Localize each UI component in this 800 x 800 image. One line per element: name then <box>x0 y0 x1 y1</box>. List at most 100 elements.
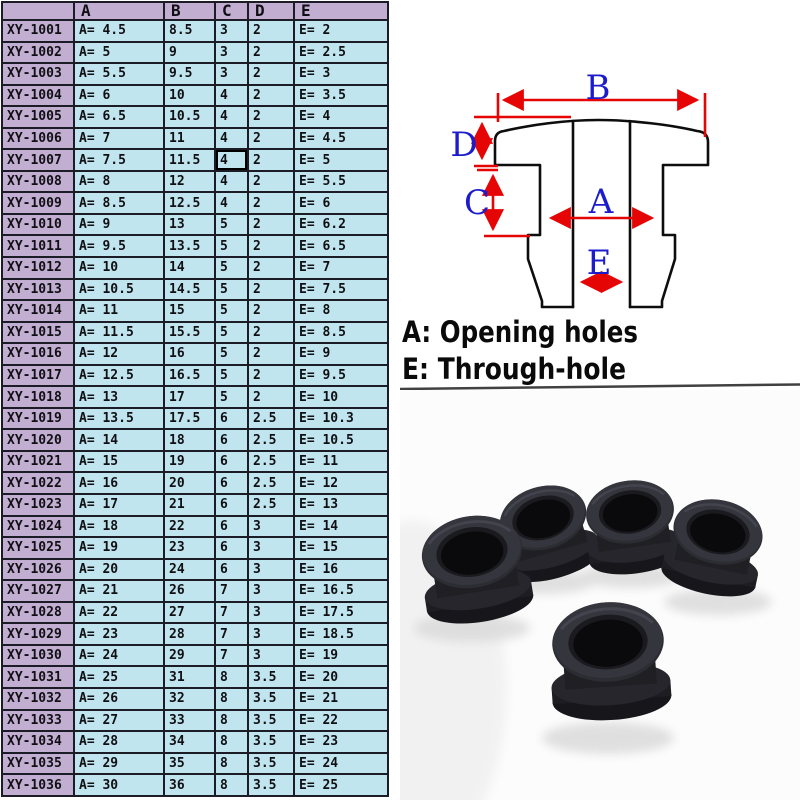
cell-a: A= 12.5 <box>73 363 165 388</box>
cell-d: 2 <box>247 40 295 65</box>
row-label: XY-1017 <box>1 363 75 388</box>
cell-c: 4 <box>214 191 249 215</box>
cell-a: A= 27 <box>73 708 165 733</box>
cell-d: 2 <box>247 148 295 172</box>
cell-a: A= 11 <box>73 299 165 323</box>
cell-c: 6 <box>214 557 249 582</box>
dimension-letters: B D C A E <box>450 68 613 283</box>
cell-b: 35 <box>163 751 216 776</box>
cell-d: 2.5 <box>247 428 295 452</box>
cell-d: 2 <box>247 19 295 43</box>
cell-a: A= 16 <box>73 471 165 496</box>
cell-a: A= 10.5 <box>73 277 165 302</box>
row-label: XY-1032 <box>1 686 75 711</box>
row-label: XY-1020 <box>1 428 75 452</box>
header-cell-b: B <box>163 1 216 21</box>
row-label: XY-1004 <box>1 83 75 108</box>
cell-b: 16 <box>163 342 216 366</box>
cell-e: E= 11 <box>293 449 389 474</box>
header-cell-d: D <box>247 1 295 21</box>
dimension-arrows <box>470 88 707 294</box>
cell-b: 21 <box>163 493 216 517</box>
dim-label-a: A <box>588 182 614 222</box>
cell-c: 7 <box>214 622 249 646</box>
cell-d: 2 <box>247 126 295 151</box>
cell-c: 4 <box>214 105 249 129</box>
cell-c: 6 <box>214 406 249 431</box>
cell-c: 3 <box>214 40 249 65</box>
header-cell-c: C <box>214 1 249 21</box>
cell-a: A= 28 <box>73 730 165 754</box>
cell-b: 33 <box>163 708 216 733</box>
cell-e: E= 20 <box>293 665 389 689</box>
cell-a: A= 23 <box>73 622 165 646</box>
dim-label-c: C <box>464 183 490 223</box>
row-label: XY-1023 <box>1 493 75 517</box>
cell-e: E= 13 <box>293 493 389 517</box>
cell-b: 28 <box>163 622 216 646</box>
row-label: XY-1021 <box>1 449 75 474</box>
cell-c: 5 <box>214 385 249 409</box>
cell-c: 7 <box>214 643 249 668</box>
cell-e: E= 6.5 <box>293 234 389 258</box>
cell-a: A= 13.5 <box>73 406 165 431</box>
cell-b: 10 <box>163 83 216 108</box>
row-label: XY-1015 <box>1 320 75 345</box>
row-label: XY-1005 <box>1 105 75 129</box>
row-label: XY-1008 <box>1 169 75 194</box>
dim-label-b: B <box>586 68 611 108</box>
row-label: XY-1031 <box>1 665 75 689</box>
cell-d: 3.5 <box>247 665 295 689</box>
cell-d: 2 <box>247 256 295 280</box>
cell-b: 11 <box>163 126 216 151</box>
row-label: XY-1016 <box>1 342 75 366</box>
cell-b: 20 <box>163 471 216 496</box>
cell-a: A= 24 <box>73 643 165 668</box>
cell-a: A= 18 <box>73 514 165 539</box>
cell-d: 3 <box>247 536 295 560</box>
cell-c: 6 <box>214 449 249 474</box>
cell-d: 3.5 <box>247 751 295 776</box>
cell-d: 3.5 <box>247 730 295 754</box>
row-label: XY-1014 <box>1 299 75 323</box>
cell-a: A= 11.5 <box>73 320 165 345</box>
cell-d: 3.5 <box>247 708 295 733</box>
cell-e: E= 7 <box>293 256 389 280</box>
cell-e: E= 8 <box>293 299 389 323</box>
header-cell-e: E <box>293 1 389 21</box>
cell-c: 7 <box>214 600 249 625</box>
caption-through-hole: E: Through-hole <box>402 352 626 386</box>
cell-e: E= 22 <box>293 708 389 733</box>
cell-b: 17.5 <box>163 406 216 431</box>
cell-b: 24 <box>163 557 216 582</box>
photo-edge-line <box>400 383 800 390</box>
cell-e: E= 18.5 <box>293 622 389 646</box>
cell-a: A= 8 <box>73 169 165 194</box>
row-label: XY-1036 <box>1 773 75 797</box>
cell-d: 2 <box>247 234 295 258</box>
cell-c: 5 <box>214 212 249 237</box>
cell-d: 2 <box>247 320 295 345</box>
cell-c: 3 <box>214 62 249 86</box>
cell-d: 3 <box>247 557 295 582</box>
cell-c: 5 <box>214 256 249 280</box>
row-label: XY-1012 <box>1 256 75 280</box>
cell-b: 15.5 <box>163 320 216 345</box>
cell-b: 36 <box>163 773 216 797</box>
cell-b: 12.5 <box>163 191 216 215</box>
cell-a: A= 17 <box>73 493 165 517</box>
